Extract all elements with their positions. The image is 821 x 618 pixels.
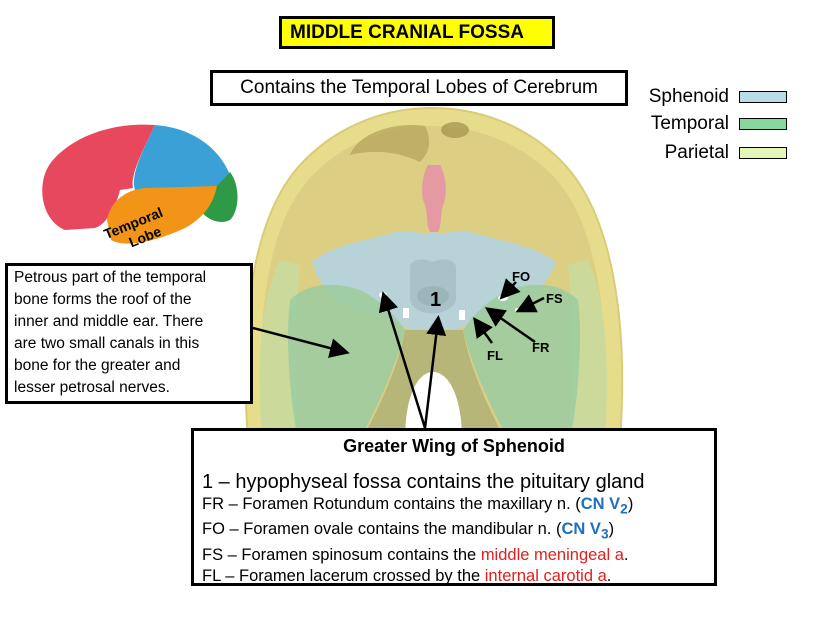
label-1: 1: [430, 289, 441, 311]
fl-highlight: internal carotid a: [484, 566, 607, 585]
temporal-lobe: [107, 186, 217, 244]
parietal-lobe: [133, 125, 232, 190]
label-fl: FL: [487, 348, 503, 363]
petrous-line: bone forms the roof of the: [14, 291, 192, 308]
legend-swatch-sphenoid: [739, 91, 787, 103]
fo-cn-sub: 3: [600, 526, 609, 542]
arrow-wing-left: [378, 291, 427, 429]
foramen-lacerum-left: [403, 308, 409, 318]
fr-cn: CN V2: [580, 495, 628, 517]
fr-line: FR – Foramen Rotundum contains the maxil…: [202, 494, 706, 519]
legend-label: Parietal: [664, 142, 729, 163]
arrow-wing-center: [423, 315, 447, 429]
foramen-spinosum-spot: [515, 308, 519, 312]
fr-cn-text: CN V: [580, 495, 621, 513]
fs-line: FS – Foramen spinosum contains the middl…: [202, 545, 706, 566]
fo-text: FO – Foramen ovale contains the mandibul…: [202, 520, 562, 539]
petrous-line: Petrous part of the temporal: [14, 269, 207, 286]
legend-label: Sphenoid: [648, 86, 729, 107]
fl-text: FL – Foramen lacerum crossed by the: [202, 566, 485, 585]
arrow-fs: [515, 294, 545, 313]
legend-swatch-temporal: [739, 118, 787, 130]
fo-line: FO – Foramen ovale contains the mandibul…: [202, 519, 706, 544]
legend-label: Temporal: [650, 113, 729, 134]
foramen-lacerum-right: [459, 310, 465, 320]
fo-suffix: ): [608, 520, 615, 539]
greater-wing-title: Greater Wing of Sphenoid: [343, 436, 565, 456]
petrous-line: inner and middle ear. There: [14, 313, 204, 330]
hypophyseal-line: 1 – hypophyseal fossa contains the pitui…: [202, 471, 645, 493]
occipital-lobe: [200, 172, 238, 222]
greater-wing-box: Greater Wing of Sphenoid 1 – hypophyseal…: [191, 428, 717, 586]
petrous-note: Petrous part of the temporal bone forms …: [5, 263, 253, 404]
legend-item-temporal: Temporal: [651, 113, 787, 135]
fr-text: FR – Foramen Rotundum contains the maxil…: [202, 495, 581, 513]
legend-swatch-parietal: [739, 147, 787, 159]
fo-cn: CN V3: [561, 520, 609, 541]
fo-cn-text: CN V: [561, 520, 601, 539]
fl-line: FL – Foramen lacerum crossed by the inte…: [202, 566, 706, 587]
fr-suffix: ): [627, 495, 634, 513]
fs-suffix: .: [623, 545, 629, 564]
legend-item-parietal: Parietal: [665, 142, 787, 164]
foramen-magnum: [405, 372, 462, 440]
subtitle: Contains the Temporal Lobes of Cerebrum: [210, 70, 628, 106]
arrow-fo: [499, 278, 521, 300]
fr-cn-sub: 2: [620, 501, 628, 517]
frontal-sinus: [350, 125, 430, 162]
fl-suffix: .: [606, 566, 612, 585]
cribriform-plate: [422, 165, 446, 232]
petrous-line: are two small canals in this: [14, 335, 200, 352]
fs-highlight: middle meningeal a: [480, 545, 624, 564]
label-fo: FO: [512, 269, 530, 284]
petrous-line: bone for the greater and: [14, 357, 181, 374]
brain-illustration: Temporal Lobe: [42, 124, 238, 250]
petrous-line: lesser petrosal nerves.: [14, 379, 170, 396]
arrow-fl: [473, 316, 494, 344]
label-fs: FS: [546, 291, 563, 306]
fs-text: FS – Foramen spinosum contains the: [202, 545, 481, 564]
frontal-lobe: [42, 124, 155, 230]
arrow-petrous: [252, 326, 350, 358]
arrow-fr: [484, 307, 536, 344]
temporal-left: [287, 284, 405, 440]
label-fr: FR: [532, 340, 550, 355]
page-title: MIDDLE CRANIAL FOSSA: [279, 16, 555, 49]
legend-item-sphenoid: Sphenoid: [649, 86, 787, 108]
